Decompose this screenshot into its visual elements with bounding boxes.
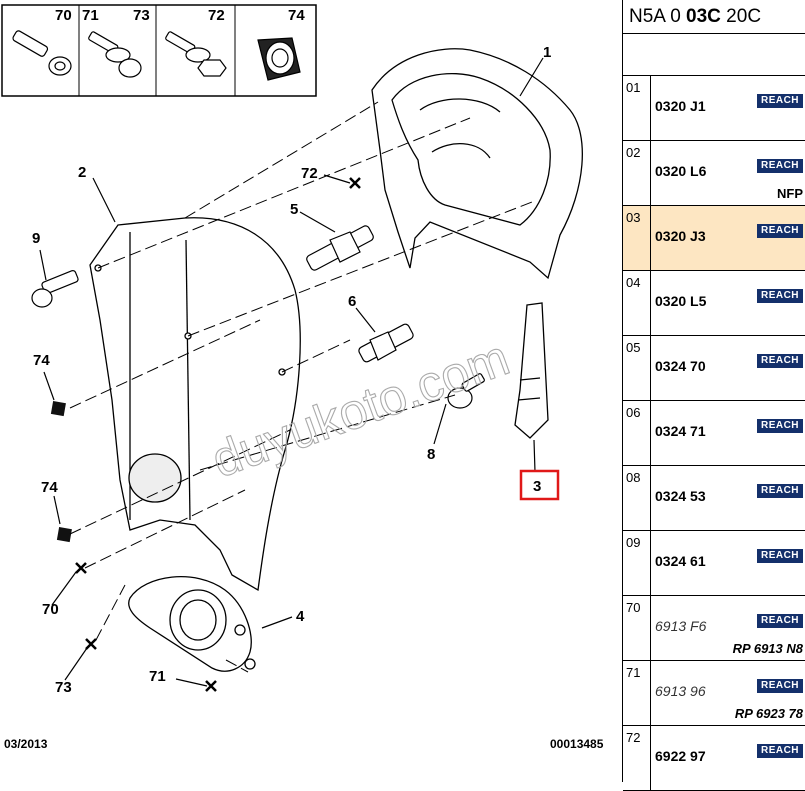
callout-74-upper: 74 [33,352,50,369]
bolt-8 [447,373,485,409]
stud-5 [306,225,374,271]
model-code-header: N5A 0 03C 20C [623,0,805,34]
reach-badge: REACH [757,224,803,238]
part-4-lower-plate [128,576,256,672]
reach-badge: REACH [757,679,803,693]
callout-5: 5 [290,201,298,218]
reach-badge: REACH [757,94,803,108]
reach-badge: REACH [757,549,803,563]
callout-70: 70 [42,601,59,618]
legend-label-72: 72 [208,7,225,24]
bolt-73-icon [165,31,227,77]
callout-1: 1 [543,44,551,61]
legend-label-70: 70 [55,7,72,24]
part-reference[interactable]: 0324 71 [655,423,706,439]
callout-2: 2 [78,164,86,181]
callout-9: 9 [32,230,40,247]
part-reference[interactable]: 0320 L5 [655,293,707,309]
part-index: 01 [623,76,651,140]
part-reference[interactable]: 0320 L6 [655,163,707,179]
reach-badge: REACH [757,159,803,173]
callout-3: 3 [533,478,541,495]
part-index: 03 [623,206,651,270]
callout-8: 8 [427,446,435,463]
part-index: 70 [623,596,651,660]
dashed-lines [69,101,533,673]
callout-72: 72 [301,165,318,182]
legend-table [1,4,317,97]
part-index: 06 [623,401,651,465]
reach-badge: REACH [757,289,803,303]
grommet-74-lower [56,527,72,543]
model-code-prefix: N5A 0 [629,6,687,27]
grommet-74-icon [257,37,301,81]
reach-badge: REACH [757,419,803,433]
footer-code: 00013485 [550,737,604,751]
reach-badge: REACH [757,744,803,758]
callout-71: 71 [149,668,166,685]
stud-6 [358,323,414,363]
legend-label-74: 74 [288,7,305,24]
bolt-9 [31,269,79,308]
callout-73: 73 [55,679,72,696]
diagram-canvas: 70 71 73 72 74 [1,4,604,751]
legend-label-71: 71 [82,7,99,24]
part-reference[interactable]: 6913 96 [655,683,706,699]
callout-3-highlight[interactable]: 3 [519,469,560,501]
leader-lines [39,57,544,687]
x-markers [75,177,361,692]
bolt-70-icon [12,30,72,76]
part-reference[interactable]: 0320 J3 [655,228,706,244]
part-note: RP 6923 78 [734,706,803,721]
callout-4: 4 [296,608,305,625]
part-reference[interactable]: 0324 53 [655,488,706,504]
part-3-bracket [514,302,549,439]
footer-date: 03/2013 [4,737,48,751]
part-index: 08 [623,466,651,530]
reach-badge: REACH [757,484,803,498]
part-reference[interactable]: 6913 F6 [655,618,707,634]
model-code-bold: 03C [686,6,721,27]
part-index: 71 [623,661,651,725]
part-note: NFP [777,186,803,201]
part-note: RP 6913 N8 [732,641,803,656]
part-index: 02 [623,141,651,205]
part-2-main-cover [89,217,301,592]
callout-74-lower: 74 [41,479,58,496]
part-reference[interactable]: 0324 61 [655,553,706,569]
legend-label-73: 73 [133,7,150,24]
part-reference[interactable]: 0320 J1 [655,98,706,114]
exploded-parts-diagram: 70 71 73 72 74 [1,4,604,751]
part-index: 05 [623,336,651,400]
reach-badge: REACH [757,614,803,628]
part-index: 72 [623,726,651,790]
callout-6: 6 [348,293,356,310]
grommet-74-upper [50,401,66,417]
part-reference[interactable]: 0324 70 [655,358,706,374]
part-index: 09 [623,531,651,595]
model-code-suffix: 20C [720,6,762,27]
header-spacer [623,34,805,76]
part-index: 04 [623,271,651,335]
part-reference[interactable]: 6922 97 [655,748,706,764]
reach-badge: REACH [757,354,803,368]
bolt-71-icon [88,31,142,78]
part-1-upper-cover [371,48,583,280]
